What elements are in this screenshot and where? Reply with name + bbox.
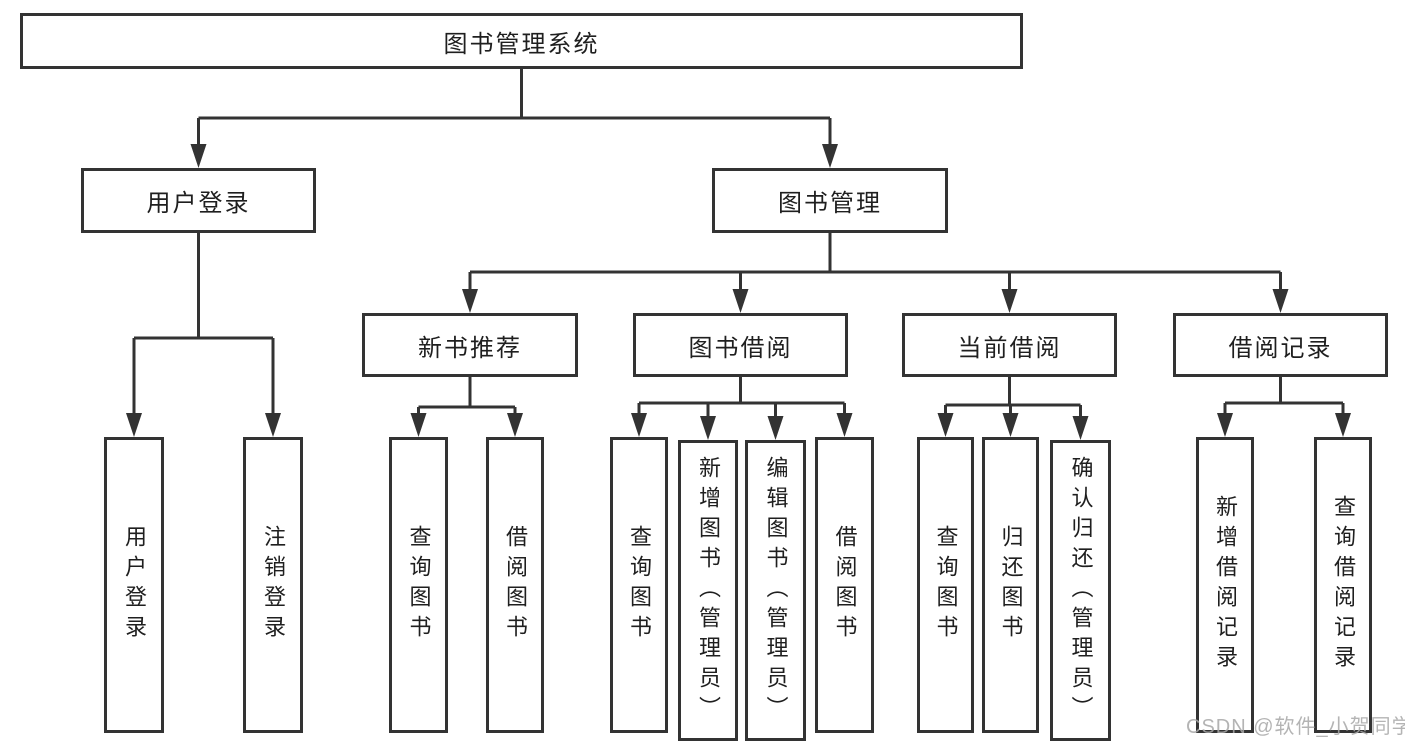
leaf-edit-book-admin: 编辑图书（管理员） <box>745 440 806 741</box>
leaf-borrow-books-borrowing: 借阅图书 <box>815 437 874 733</box>
node-label: 当前借阅 <box>957 334 1062 362</box>
leaf-label: 借阅图书 <box>832 525 858 645</box>
leaf-query-books-current: 查询图书 <box>917 437 974 733</box>
leaf-label: 注销登录 <box>261 525 286 645</box>
leaf-label: 编辑图书（管理员） <box>763 455 789 726</box>
node-label: 借阅记录 <box>1228 334 1333 362</box>
node-label: 用户登录 <box>146 190 251 217</box>
node-book-borrowing: 图书借阅 <box>633 313 848 377</box>
leaf-label: 归还图书 <box>998 525 1024 645</box>
leaf-label: 新增借阅记录 <box>1213 495 1238 675</box>
leaf-query-borrow-record: 查询借阅记录 <box>1314 437 1372 733</box>
leaf-label: 查询图书 <box>406 525 432 645</box>
leaf-label: 查询图书 <box>627 525 652 645</box>
node-library-system: 图书管理系统 <box>20 13 1023 69</box>
node-new-book-recommendation: 新书推荐 <box>362 313 578 377</box>
leaf-borrow-books-recommend: 借阅图书 <box>486 437 544 733</box>
node-label: 图书借阅 <box>688 334 793 362</box>
leaf-confirm-return-admin: 确认归还（管理员） <box>1050 440 1111 741</box>
leaf-label: 查询图书 <box>933 525 959 645</box>
leaf-query-books-recommend: 查询图书 <box>389 437 448 733</box>
leaf-user-login: 用户登录 <box>104 437 164 733</box>
node-label: 新书推荐 <box>418 334 522 362</box>
csdn-watermark: CSDN @软件_小贺同学 <box>1186 716 1405 738</box>
leaf-return-book: 归还图书 <box>982 437 1039 733</box>
node-book-management: 图书管理 <box>712 168 948 233</box>
node-current-borrowing: 当前借阅 <box>902 313 1117 377</box>
leaf-label: 用户登录 <box>122 525 147 645</box>
node-label: 图书管理系统 <box>443 30 600 58</box>
node-label: 图书管理 <box>778 190 882 217</box>
leaf-add-book-admin: 新增图书（管理员） <box>678 440 738 741</box>
leaf-label: 确认归还（管理员） <box>1068 455 1094 726</box>
node-borrowing-records: 借阅记录 <box>1173 313 1388 377</box>
leaf-logout: 注销登录 <box>243 437 303 733</box>
node-user-login: 用户登录 <box>81 168 316 233</box>
leaf-label: 新增图书（管理员） <box>696 455 721 726</box>
leaf-query-books-borrowing: 查询图书 <box>610 437 668 733</box>
leaf-label: 查询借阅记录 <box>1331 495 1356 675</box>
leaf-label: 借阅图书 <box>503 525 528 645</box>
leaf-add-borrow-record: 新增借阅记录 <box>1196 437 1254 733</box>
